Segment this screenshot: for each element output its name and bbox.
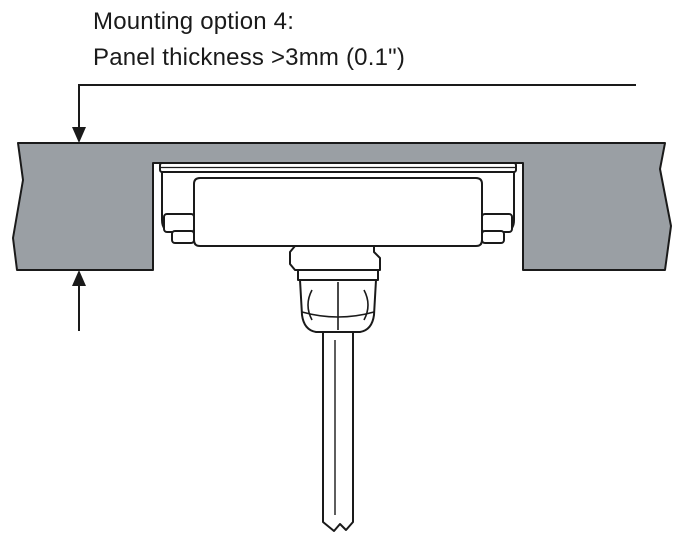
mounting-option-title: Mounting option 4: [93,8,295,35]
dimension-leader-line [78,84,636,128]
dimension-arrow-top [72,127,86,143]
panel-thickness-label: Panel thickness >3mm (0.1") [93,44,406,71]
dimension-arrow-bottom [72,270,86,286]
device-housing [159,162,517,247]
mounting-panel [12,142,672,271]
cable [322,331,354,532]
cable-gland [289,245,381,333]
